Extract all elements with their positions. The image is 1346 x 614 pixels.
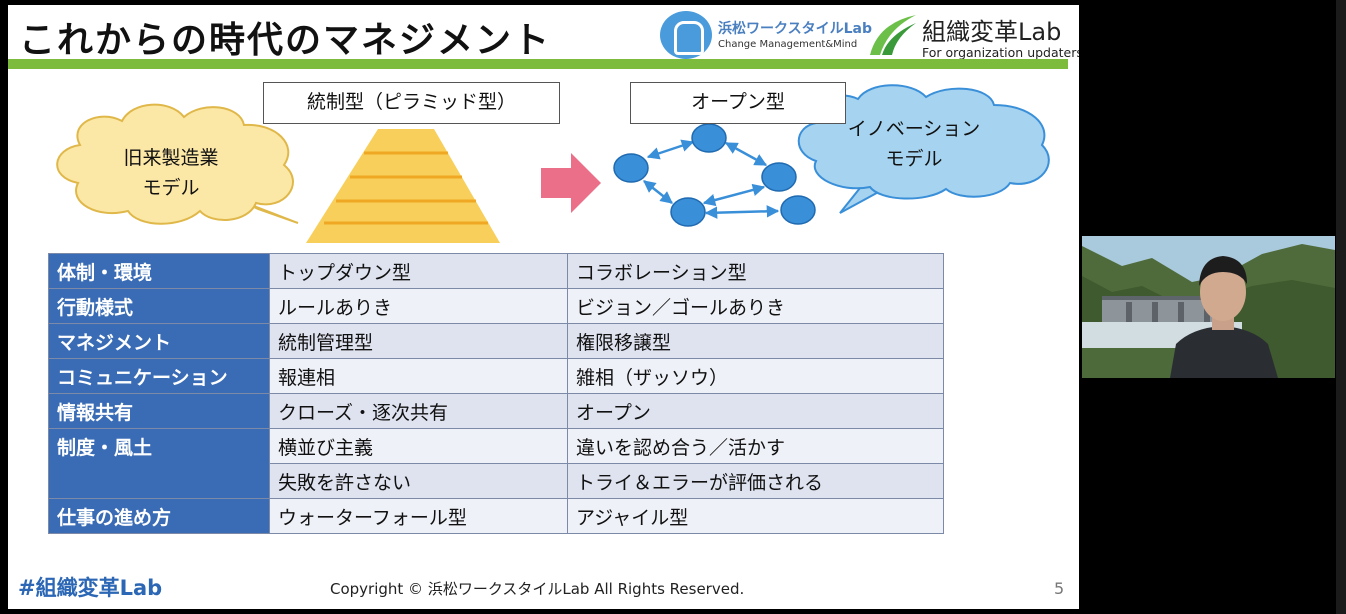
innovation-cell: アジャイル型 — [567, 498, 944, 534]
innovation-model-line1: イノベーション — [847, 118, 981, 140]
green-swoosh-icon — [870, 15, 916, 55]
transition-arrow-icon — [541, 153, 601, 213]
traditional-cell: トップダウン型 — [269, 253, 568, 289]
category-cell: マネジメント — [48, 323, 270, 359]
traditional-model-text: 旧来製造業 モデル — [86, 143, 256, 203]
traditional-model-line1: 旧来製造業 — [123, 147, 219, 169]
innovation-model-bubble — [797, 84, 1050, 214]
innovation-model-text: イノベーション モデル — [798, 114, 1030, 174]
category-cell: 情報共有 — [48, 393, 270, 429]
innovation-model-line2: モデル — [885, 148, 943, 170]
participant-video-tile[interactable] — [1082, 236, 1335, 378]
hamamatsu-workstyle-logo: 浜松ワークスタイルLab Change Management&Mind — [660, 9, 872, 59]
traditional-cell: 統制管理型 — [269, 323, 568, 359]
innovation-cell: コラボレーション型 — [567, 253, 944, 289]
management-comparison-table: 体制・環境 トップダウン型 コラボレーション型 行動様式 ルールありき ビジョン… — [48, 253, 944, 534]
traditional-model-bubble — [56, 103, 299, 225]
soshiki-logo-name: 組織変革Lab — [922, 18, 1062, 46]
open-model-label: オープン型 — [630, 82, 846, 124]
table-row: 制度・風土 横並び主義 違いを認め合う／活かす — [48, 428, 944, 499]
table-row: 行動様式 ルールありき ビジョン／ゴールありき — [48, 288, 944, 324]
network-node — [780, 195, 816, 225]
category-cell: 仕事の進め方 — [48, 498, 270, 534]
pyramid-model-label: 統制型（ピラミッド型） — [263, 82, 560, 124]
hamamatsu-logo-icon — [660, 11, 712, 59]
hamamatsu-logo-name: 浜松ワークスタイルLab — [718, 21, 872, 37]
innovation-cell: オープン — [567, 393, 944, 429]
innovation-cell: トライ＆エラーが評価される — [567, 463, 944, 499]
innovation-cell: 違いを認め合う／活かす — [567, 428, 944, 464]
table-row: 仕事の進め方 ウォーターフォール型 アジャイル型 — [48, 498, 944, 534]
pyramid-shape — [306, 129, 500, 243]
footer-hashtag: #組織変革Lab — [18, 576, 163, 600]
participant-video-feed — [1082, 236, 1335, 378]
soshiki-logo-tagline: For organization updaters — [922, 45, 1079, 60]
traditional-cell: 横並び主義 — [269, 428, 568, 464]
category-cell: 行動様式 — [48, 288, 270, 324]
network-node — [761, 162, 797, 192]
hamamatsu-logo-tagline: Change Management&Mind — [718, 39, 858, 50]
innovation-cell: 権限移譲型 — [567, 323, 944, 359]
traditional-cell: 失敗を許さない — [269, 463, 568, 499]
traditional-cell: ウォーターフォール型 — [269, 498, 568, 534]
category-cell: 体制・環境 — [48, 253, 270, 289]
table-row: 情報共有 クローズ・逐次共有 オープン — [48, 393, 944, 429]
traditional-cell: 報連相 — [269, 358, 568, 394]
slide-page-number: 5 — [1054, 579, 1065, 598]
network-node — [670, 197, 706, 227]
management-model-diagram — [56, 84, 1050, 243]
presentation-slide: これからの時代のマネジメント 浜松ワークスタイルLab Change Manag… — [8, 5, 1079, 609]
footer-copyright: Copyright © 浜松ワークスタイルLab All Rights Rese… — [330, 580, 745, 598]
traditional-cell: クローズ・逐次共有 — [269, 393, 568, 429]
soshiki-henkaku-logo: 組織変革Lab For organization updaters — [866, 9, 1079, 61]
table-row: コミュニケーション 報連相 雑相（ザッソウ） — [48, 358, 944, 394]
traditional-model-line2: モデル — [142, 177, 200, 199]
table-row: マネジメント 統制管理型 権限移譲型 — [48, 323, 944, 359]
traditional-cell: ルールありき — [269, 288, 568, 324]
network-node — [691, 123, 727, 153]
innovation-cell: ビジョン／ゴールありき — [567, 288, 944, 324]
table-row: 体制・環境 トップダウン型 コラボレーション型 — [48, 253, 944, 289]
slide-title: これからの時代のマネジメント — [19, 20, 552, 61]
title-underline — [8, 59, 1068, 69]
innovation-cell: 雑相（ザッソウ） — [567, 358, 944, 394]
category-cell: コミュニケーション — [48, 358, 270, 394]
network-node — [613, 153, 649, 183]
category-cell: 制度・風土 — [48, 428, 270, 499]
window-edge — [1336, 0, 1346, 614]
open-network-graph — [613, 123, 816, 227]
